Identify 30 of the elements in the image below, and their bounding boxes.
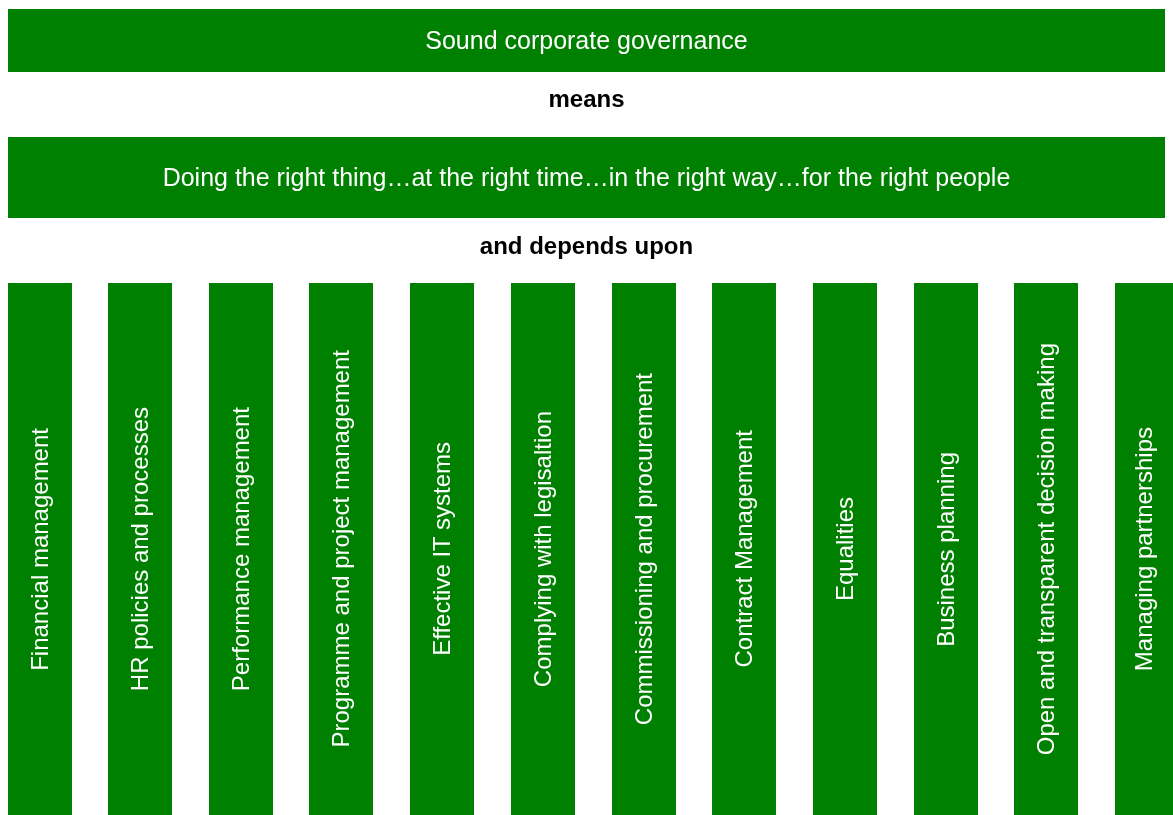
- pillar-box: [712, 283, 776, 815]
- pillar-box: [612, 283, 676, 815]
- pillar-text: Performance management: [226, 406, 255, 692]
- pillar-box: [1014, 283, 1078, 815]
- pillar-text: Commissioning and procurement: [629, 372, 658, 726]
- pillar-box: [511, 283, 575, 815]
- pillar-box: [813, 283, 877, 815]
- pillar-text: Business planning: [931, 451, 960, 647]
- pillar-text: Effective IT systems: [427, 442, 456, 656]
- pillar-text: Contract Management: [729, 430, 758, 668]
- pillar-box: [209, 283, 273, 815]
- pillar-box: [8, 283, 72, 815]
- pillar-text: Managing partnerships: [1129, 426, 1158, 672]
- connecting-phrase: means: [548, 84, 625, 114]
- banner-box: [8, 137, 1165, 218]
- pillar-text: Financial management: [25, 427, 54, 671]
- banner-box: [8, 9, 1165, 72]
- pillar-box: [309, 283, 373, 815]
- pillar-box: [108, 283, 172, 815]
- pillar-text: HR policies and processes: [125, 406, 154, 692]
- pillar-text: Complying with legisaltion: [528, 410, 557, 688]
- banner-text: Sound corporate governance: [424, 24, 749, 56]
- pillar-box: [914, 283, 978, 815]
- pillar-text: Open and transparent decision making: [1031, 342, 1060, 756]
- pillar-box: [410, 283, 474, 815]
- connecting-phrase: and depends upon: [479, 231, 694, 261]
- banner-text: Doing the right thing…at the right time…in the right way…for the right people: [161, 161, 1012, 193]
- pillar-box: [1115, 283, 1173, 815]
- pillar-text: Equalities: [830, 496, 859, 602]
- pillar-text: Programme and project management: [326, 350, 355, 748]
